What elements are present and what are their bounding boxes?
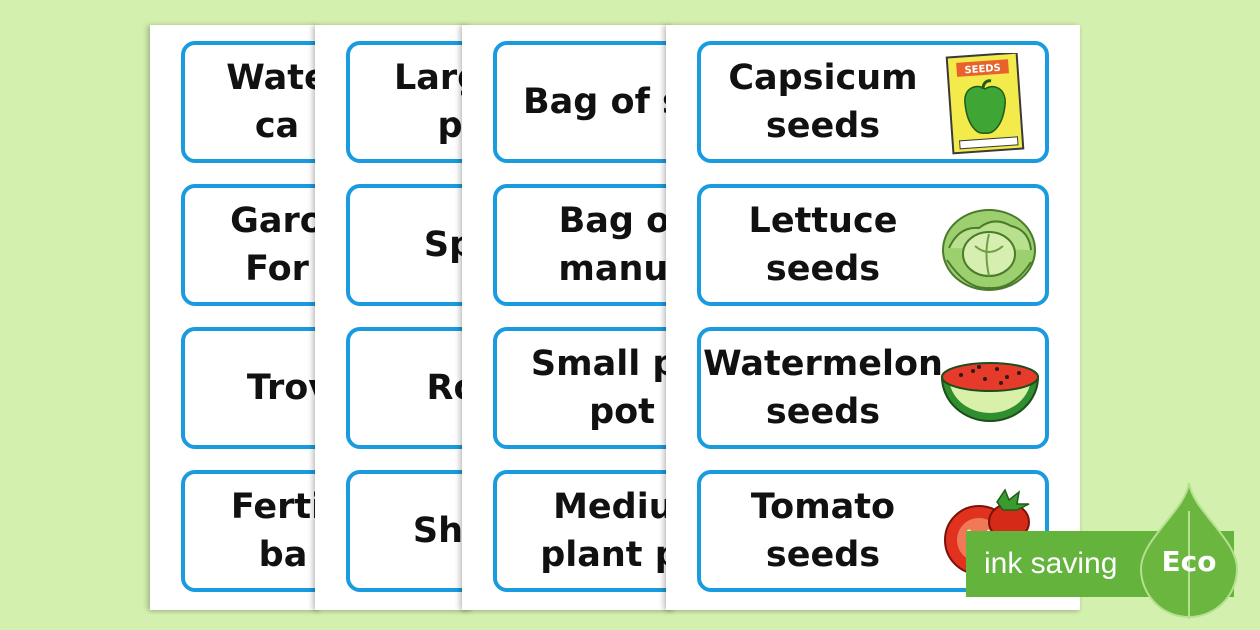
word-card: Capsicum seeds SEEDS [697, 41, 1049, 163]
card-line: seeds [765, 106, 881, 146]
card-line: Wate [226, 58, 320, 98]
card-line: seeds [765, 392, 881, 432]
card-line: Mediur [553, 487, 674, 527]
word-card: Bag of s [493, 41, 674, 163]
card-line: Garo [230, 201, 320, 241]
card-line: For [245, 249, 309, 289]
seed-packet-icon: SEEDS [945, 53, 1025, 155]
word-card: Large p [346, 41, 471, 163]
lettuce-icon [942, 209, 1036, 291]
watermelon-icon [940, 362, 1040, 422]
card-line: Bag of s [523, 82, 674, 122]
word-card: Garo For [181, 184, 320, 306]
word-card: Watermelon seeds [697, 327, 1049, 449]
card-line: Capsicum [728, 58, 918, 98]
card-line: Lettuce [748, 201, 898, 241]
packet-label: SEEDS [964, 63, 1001, 77]
word-card: Sho [346, 470, 471, 592]
card-line: Trov [246, 368, 320, 408]
word-card: Lettuce seeds [697, 184, 1049, 306]
word-card: Trov [181, 327, 320, 449]
word-card: Ro [346, 327, 471, 449]
card-line: p [437, 106, 463, 146]
card-line: seeds [765, 249, 881, 289]
card-line: Watermelon [703, 344, 943, 384]
eco-label: Eco [1162, 545, 1217, 578]
card-sheet-4: Capsicum seeds SEEDS Lettuce seeds Water… [666, 25, 1080, 610]
word-card: Small pla pot [493, 327, 674, 449]
word-card: Bag of manur [493, 184, 674, 306]
word-card: Wate ca [181, 41, 320, 163]
card-line: plant po [540, 535, 674, 575]
card-line: Sho [412, 511, 471, 551]
word-card: Mediur plant po [493, 470, 674, 592]
card-line: Tomato [750, 487, 896, 527]
card-line: Fertil [230, 487, 320, 527]
leaf-drop-icon: Eco [1139, 482, 1239, 619]
card-line: ca [254, 106, 300, 146]
word-card: Sp [346, 184, 471, 306]
card-line: ba [258, 535, 308, 575]
card-line: pot [589, 392, 655, 432]
card-line: Small pla [530, 344, 674, 384]
badge-text: ink saving [984, 547, 1118, 580]
card-sheet-1: Wate ca Garo For Trov Fertil ba [150, 25, 320, 610]
card-sheet-3: Bag of s Bag of manur Small pla pot Medi… [462, 25, 674, 610]
card-line: Bag of [558, 201, 674, 241]
card-line: manur [558, 249, 674, 289]
card-line: Large [394, 58, 471, 98]
card-line: seeds [765, 535, 881, 575]
word-card: Fertil ba [181, 470, 320, 592]
card-sheet-2: Large p Sp Ro Sho [315, 25, 471, 610]
